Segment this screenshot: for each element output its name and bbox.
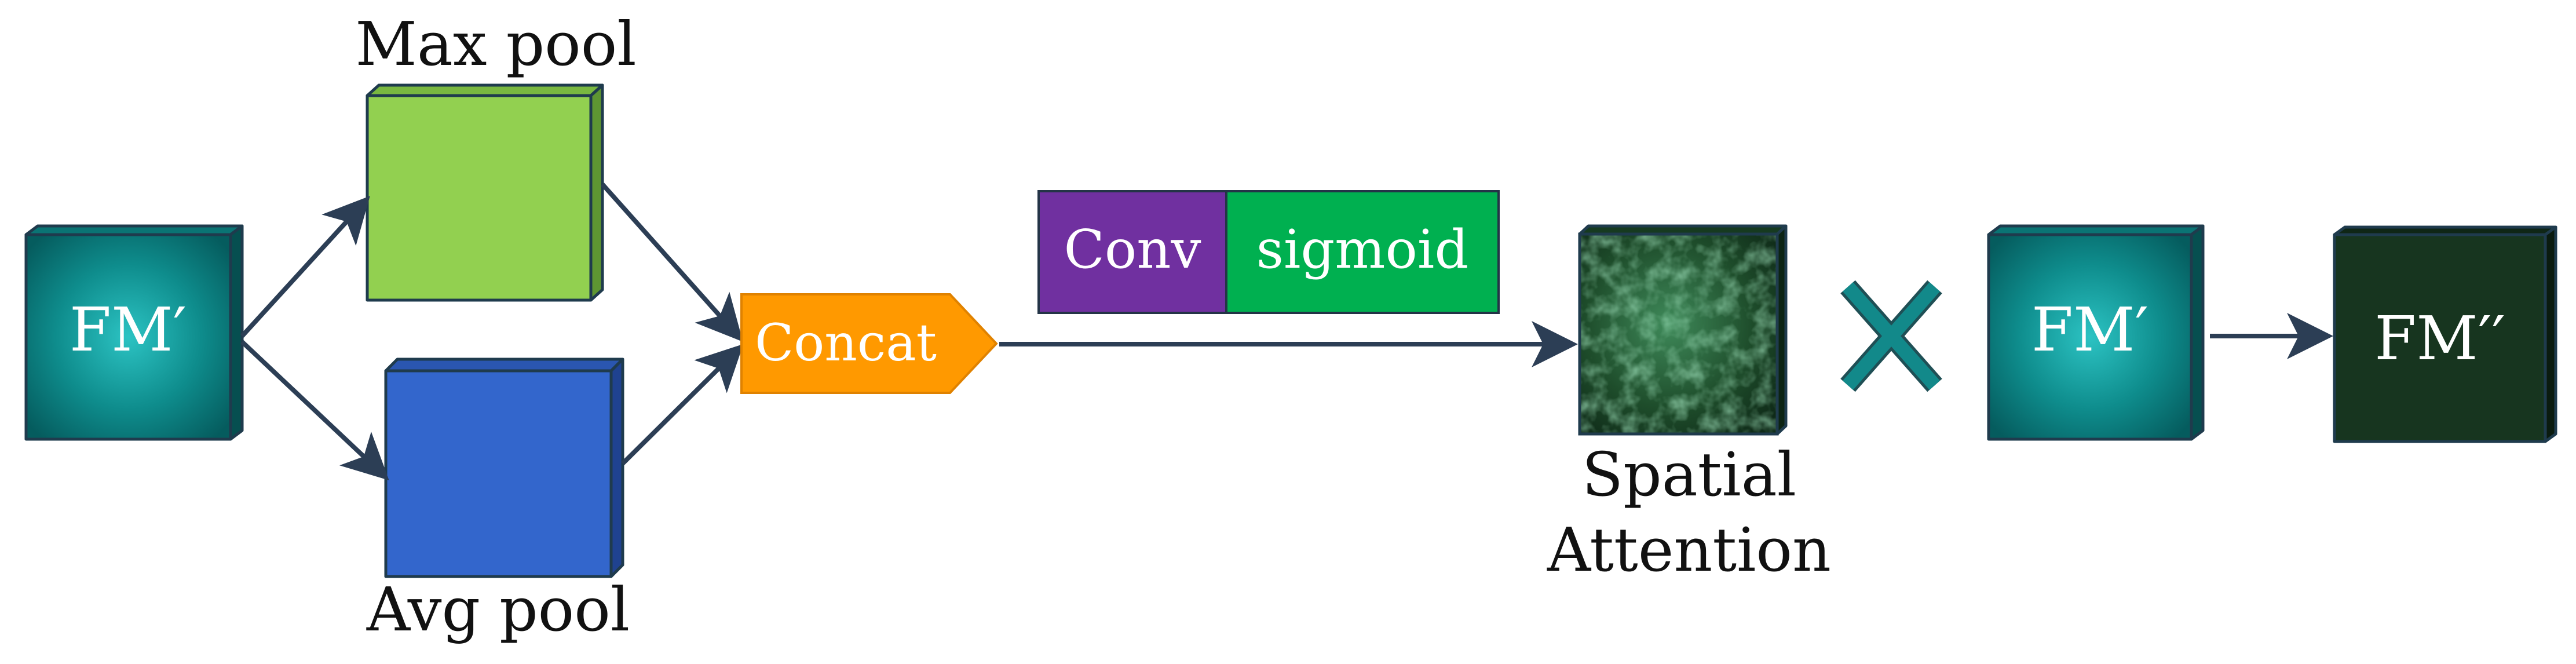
max-pool-block: Max pool bbox=[355, 9, 637, 302]
fm-prime-input-label: FM′ bbox=[70, 294, 187, 365]
sigmoid-block bbox=[1225, 190, 1500, 314]
conv-block bbox=[1037, 190, 1227, 314]
concat-label: Concat bbox=[755, 313, 937, 373]
sigmoid-label: sigmoid bbox=[1256, 218, 1468, 280]
fm-prime-mult-block: FM′ bbox=[1987, 224, 2205, 441]
concat-block: Concat bbox=[740, 293, 998, 394]
spatial-attention-label-line1: Spatial bbox=[1582, 439, 1796, 510]
spatial-attention-block: Spatial Attention bbox=[1547, 224, 1831, 585]
fm-double-prime-label: FM′′ bbox=[2374, 303, 2505, 374]
arrow-fm-to-avgpool bbox=[240, 340, 389, 480]
arrow-fm-to-maxpool bbox=[240, 196, 370, 338]
spatial-attention-label-line2: Attention bbox=[1547, 515, 1831, 585]
fm-prime-mult-label: FM′ bbox=[2031, 294, 2149, 365]
conv-sigmoid-box: Conv sigmoid bbox=[1037, 190, 1500, 314]
avg-pool-block: Avg pool bbox=[366, 357, 630, 645]
max-pool-label: Max pool bbox=[355, 9, 636, 79]
fm-double-prime-output-block: FM′′ bbox=[2333, 225, 2557, 443]
attention-texture bbox=[1580, 234, 1777, 434]
multiply-icon bbox=[1840, 280, 1942, 392]
arrow-avgpool-to-concat bbox=[621, 344, 744, 465]
avg-pool-label: Avg pool bbox=[366, 574, 630, 645]
arrow-maxpool-to-concat bbox=[601, 183, 743, 342]
fm-prime-input-block: FM′ bbox=[24, 224, 244, 441]
conv-label: Conv bbox=[1064, 218, 1201, 280]
